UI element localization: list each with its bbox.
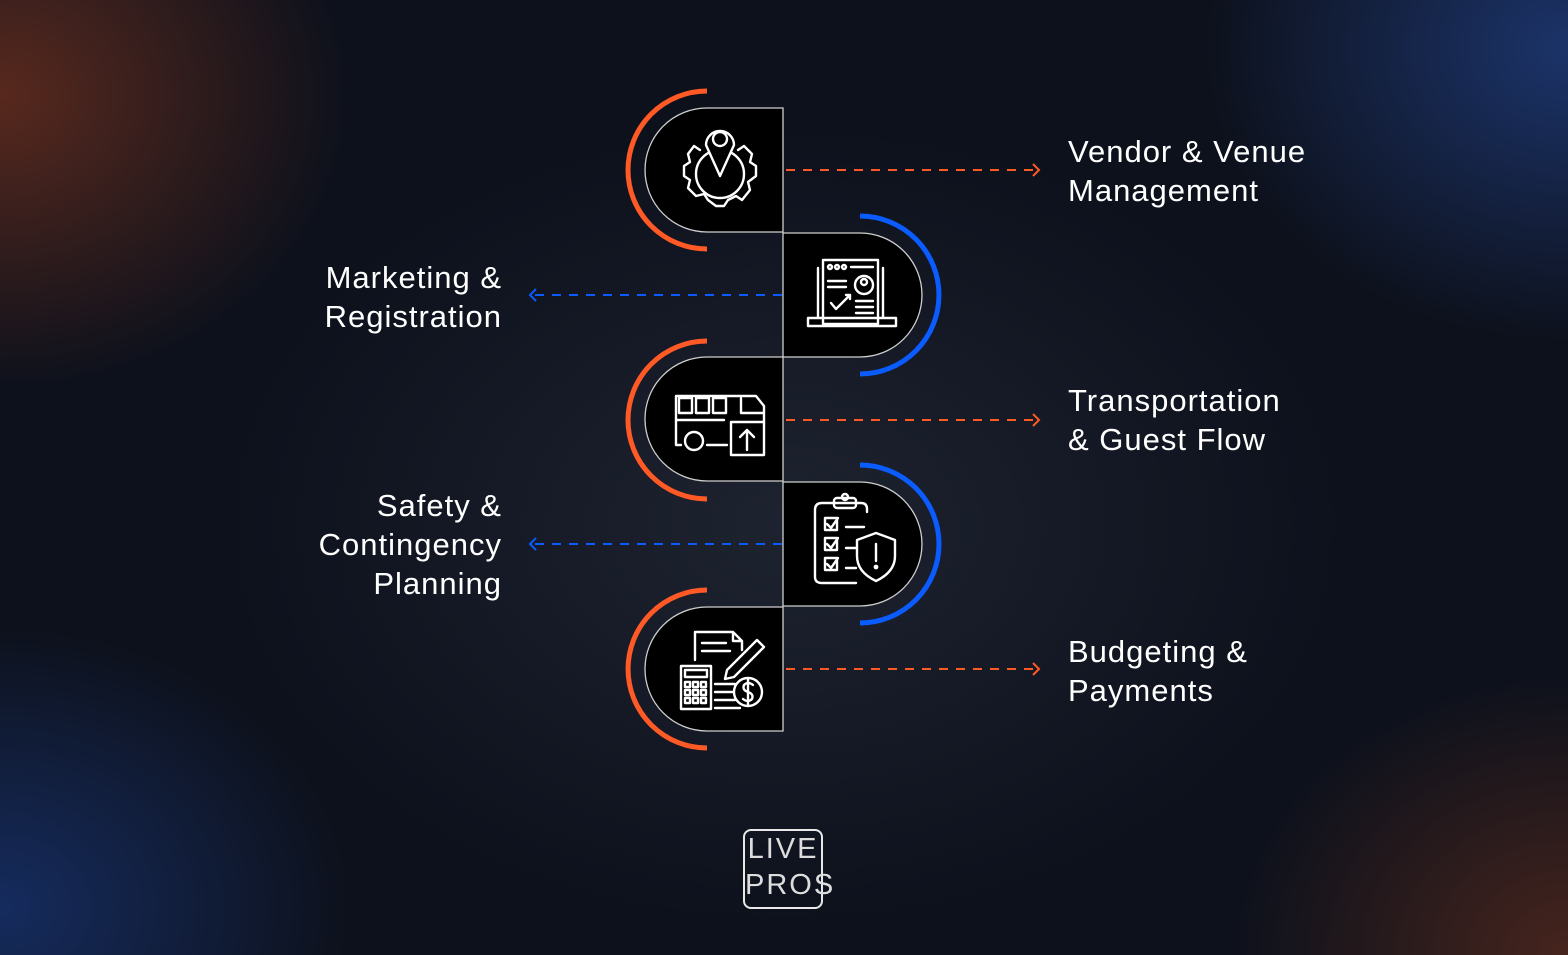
bus-icon	[674, 394, 766, 457]
arrow-right-icon	[1032, 413, 1041, 427]
arrow-left-icon	[528, 288, 537, 302]
logo-line: LIVE	[747, 833, 819, 865]
label-line: Safety &	[376, 488, 502, 523]
step-label-safety: Safety & Contingency Planning	[319, 486, 502, 603]
label-line: Contingency	[318, 527, 502, 562]
orange-arc	[625, 88, 708, 252]
location-gear-icon	[682, 129, 758, 208]
step-block-1	[644, 107, 784, 233]
label-line: Transportation	[1068, 383, 1281, 418]
orange-arc	[625, 587, 708, 751]
calculator-budget-icon	[679, 630, 766, 711]
orange-arc	[625, 338, 708, 502]
blue-arc	[859, 462, 942, 626]
checklist-shield-icon	[813, 492, 897, 585]
step-block-2	[782, 232, 923, 358]
step-label-transportation: Transportation & Guest Flow	[1068, 381, 1281, 459]
arrow-left-icon	[528, 537, 537, 551]
step-label-budgeting: Budgeting & Payments	[1068, 632, 1248, 710]
label-line: Marketing &	[325, 260, 502, 295]
blue-arc	[859, 213, 942, 377]
label-line: Registration	[324, 299, 502, 334]
step-label-vendor-venue: Vendor & Venue Management	[1068, 132, 1306, 210]
label-line: & Guest Flow	[1068, 422, 1267, 457]
arrow-right-icon	[1032, 163, 1041, 177]
arrow-right-icon	[1032, 662, 1041, 676]
logo-line: PROS	[745, 869, 836, 901]
label-line: Vendor & Venue	[1068, 134, 1307, 169]
laptop-profile-icon	[806, 258, 898, 328]
label-line: Budgeting &	[1068, 634, 1248, 669]
live-pros-logo: LIVE PROS	[743, 829, 836, 909]
label-line: Management	[1068, 173, 1259, 208]
label-line: Planning	[373, 566, 502, 601]
step-block-4	[782, 481, 923, 607]
step-block-5	[644, 606, 784, 732]
label-line: Payments	[1068, 673, 1214, 708]
step-label-marketing: Marketing & Registration	[325, 258, 502, 336]
